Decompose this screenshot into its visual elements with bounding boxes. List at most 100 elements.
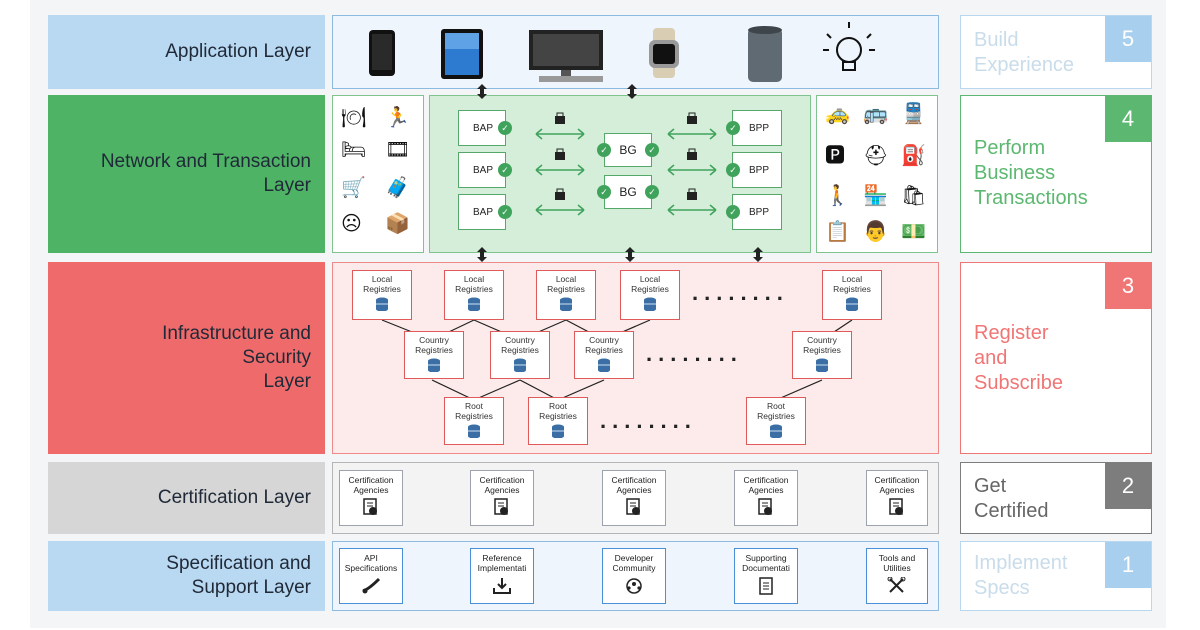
country-registry[interactable]: Country Registries (404, 331, 464, 379)
bg-node[interactable]: BG (604, 133, 652, 167)
spec-card-reference[interactable]: Reference Implementati (470, 548, 534, 604)
local-registry-label: Local Registries (833, 274, 871, 294)
double-arrow-icon (753, 247, 763, 262)
local-registry[interactable]: Local Registries (352, 270, 412, 320)
smart-speaker-icon (748, 26, 782, 82)
spec-card-community[interactable]: Developer Community (602, 548, 666, 604)
spec-card-docs[interactable]: Supporting Documentati (734, 548, 798, 604)
country-registry-label: Country Registries (585, 335, 623, 355)
lock-icon (687, 116, 697, 124)
spec-card-label: Tools and Utilities (878, 553, 916, 573)
taxi-icon: 🚕 (825, 101, 850, 125)
spec-card-tools[interactable]: Tools and Utilities (866, 548, 928, 604)
database-icon (468, 297, 480, 311)
network-layer-title: Network and Transaction Layer (100, 151, 311, 196)
application-devices (369, 22, 875, 82)
bap-node[interactable]: BAP ✓ (458, 194, 512, 230)
certification-agency-label: Certification Agencies (874, 475, 920, 495)
step-4-number: 4 (1105, 96, 1151, 142)
bpp-node[interactable]: BPP ✓ (726, 152, 782, 188)
step-5-number: 5 (1105, 16, 1151, 62)
certification-agency[interactable]: Certification Agencies (734, 470, 798, 526)
certification-layer-title: Certification Layer (157, 487, 311, 508)
check-icon: ✓ (726, 205, 740, 219)
country-registry[interactable]: Country Registries (574, 331, 634, 379)
step-3-text: Register and Subscribe (974, 322, 1063, 394)
money-icon: 💵 (901, 219, 926, 243)
lock-arrow-icon (667, 164, 717, 176)
local-registry-label: Local Registries (547, 274, 585, 294)
check-icon: ✓ (597, 185, 611, 199)
check-icon: ✓ (726, 163, 740, 177)
double-arrow-icon (627, 84, 637, 99)
bap-node[interactable]: BAP ✓ (458, 152, 512, 188)
local-registry[interactable]: Local Registries (444, 270, 504, 320)
database-icon (376, 297, 388, 311)
secure-connection-arrows (667, 112, 717, 216)
lock-icon (555, 192, 565, 200)
step-5-box: Build Experience 5 (960, 15, 1152, 89)
root-registry[interactable]: Root Registries (528, 397, 588, 445)
certificate-icon (889, 498, 903, 515)
country-registry-label: Country Registries (501, 335, 539, 355)
specification-layer-title: Specification and Support Layer (166, 553, 311, 598)
root-registry-label: Root Registries (455, 401, 493, 421)
cart-icon: 🛍 (901, 183, 927, 207)
application-layer-title: Application Layer (165, 41, 311, 62)
step-2-box: Get Certified 2 (960, 462, 1152, 534)
lock-arrow-icon (667, 128, 717, 140)
ellipsis: ........ (646, 341, 743, 366)
certification-agency[interactable]: Certification Agencies (866, 470, 928, 526)
certification-layer-label: Certification Layer (48, 462, 325, 534)
fuel-icon: ⛽ (901, 143, 926, 167)
check-icon: ✓ (498, 163, 512, 177)
bpp-node[interactable]: BPP ✓ (726, 194, 782, 230)
country-registry[interactable]: Country Registries (792, 331, 852, 379)
document-icon: 📋 (825, 219, 850, 243)
running-icon: 🏃 (385, 105, 410, 129)
certificate-icon (758, 498, 772, 515)
database-icon (816, 358, 828, 372)
certification-agency[interactable]: Certification Agencies (602, 470, 666, 526)
spec-card-api[interactable]: API Specifications (339, 548, 403, 604)
database-icon (468, 424, 480, 438)
network-layer-label: Network and Transaction Layer (48, 95, 325, 253)
certification-agency[interactable]: Certification Agencies (470, 470, 534, 526)
certificate-icon (494, 498, 508, 515)
root-registry[interactable]: Root Registries (444, 397, 504, 445)
left-services-panel: 🍽 🏃 🛏 🎞 🛒 🧳 ☹ 📦 (332, 95, 424, 253)
bpp-label: BPP (749, 206, 770, 218)
pen-icon (362, 577, 381, 594)
bg-node[interactable]: BG (604, 175, 652, 209)
local-registry[interactable]: Local Registries (620, 270, 680, 320)
doctor-icon: 👨 (863, 219, 888, 243)
certification-agency[interactable]: Certification Agencies (339, 470, 403, 526)
lock-arrow-icon (535, 128, 585, 140)
application-panel (332, 15, 939, 89)
shopping-icon: 🛒 (341, 175, 366, 199)
phone-icon (369, 30, 395, 76)
tablet-icon (441, 29, 483, 79)
local-registry[interactable]: Local Registries (822, 270, 882, 320)
country-registry[interactable]: Country Registries (490, 331, 550, 379)
bap-label: BAP (473, 206, 494, 218)
check-icon: ✓ (597, 143, 611, 157)
light-bulb-icon (823, 22, 875, 71)
database-icon (560, 297, 572, 311)
database-icon (644, 297, 656, 311)
local-registry[interactable]: Local Registries (536, 270, 596, 320)
dining-icon: 🍽 (341, 105, 367, 129)
bpp-node[interactable]: BPP ✓ (726, 110, 782, 146)
database-icon (770, 424, 782, 438)
bap-node[interactable]: BAP ✓ (458, 110, 512, 146)
certificate-icon (363, 498, 377, 515)
step-3-box: Register and Subscribe 3 (960, 262, 1152, 454)
certification-agency-label: Certification Agencies (348, 475, 394, 495)
check-icon: ✓ (645, 143, 659, 157)
document-icon (759, 577, 773, 595)
community-icon (626, 578, 642, 594)
root-registry[interactable]: Root Registries (746, 397, 806, 445)
lock-arrow-icon (667, 204, 717, 216)
bpp-label: BPP (749, 164, 770, 176)
root-registry-label: Root Registries (757, 401, 795, 421)
